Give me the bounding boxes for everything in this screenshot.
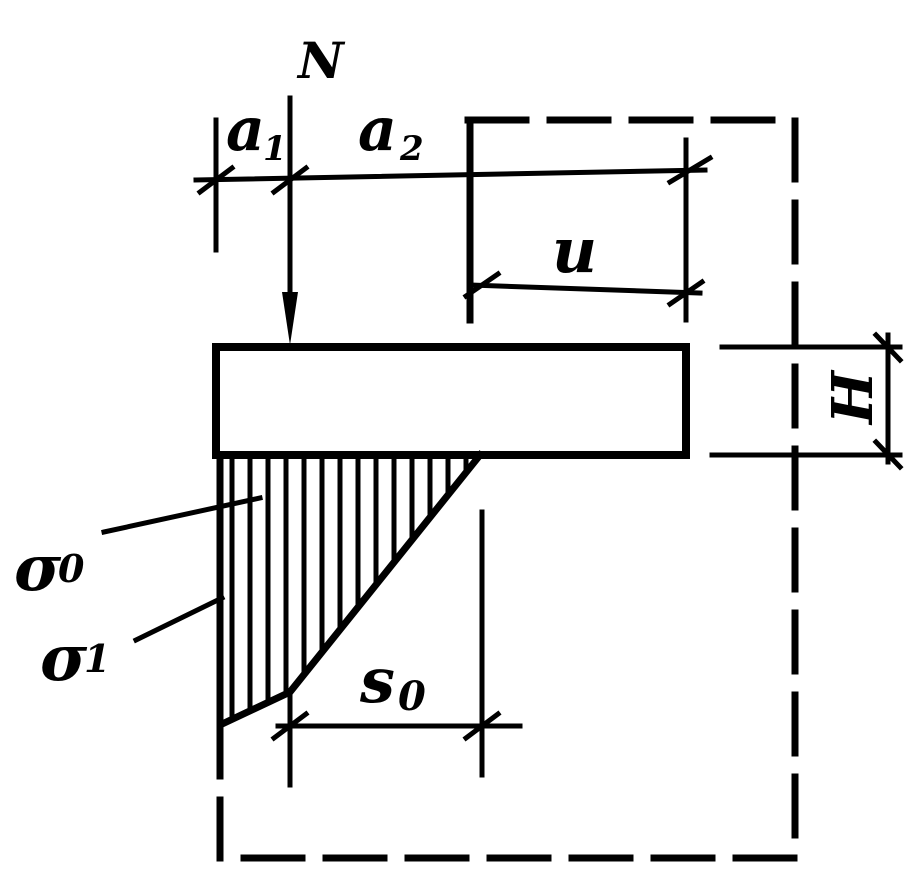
tick-a-right	[666, 154, 714, 186]
dist-a1-sub: 1	[263, 129, 287, 169]
leader-stress-1	[132, 594, 226, 644]
tick-h-bottom	[872, 438, 904, 471]
stress-hatch	[229, 457, 469, 722]
tick-s0-right	[462, 710, 502, 742]
force-arrowhead	[282, 292, 298, 345]
tick-a-mid	[270, 164, 310, 196]
dashed-boundary	[216, 116, 799, 862]
plate	[212, 343, 690, 459]
stress-1-label: σ	[40, 621, 88, 696]
tick-u-left	[462, 270, 502, 300]
dim-u-line	[467, 282, 703, 296]
force-label: N	[296, 31, 346, 90]
stress-outline	[216, 450, 485, 731]
stress-1-sub: 1	[84, 636, 110, 681]
dist-u-label: u	[552, 214, 597, 287]
length-s0-label: s	[359, 644, 395, 717]
leader-stress-0	[101, 495, 263, 535]
tick-a-left	[196, 164, 236, 196]
stress-0-label: σ	[14, 531, 62, 606]
dist-a2-label: a	[358, 95, 397, 165]
dist-a1-label: a	[226, 95, 265, 165]
dim-a-line	[193, 167, 708, 183]
tick-s0-left	[270, 710, 310, 742]
height-label: H	[820, 369, 886, 426]
dist-a2-sub: 2	[399, 129, 424, 169]
length-s0-sub: 0	[398, 673, 426, 720]
tick-h-top	[872, 331, 904, 364]
stress-0-sub: 0	[58, 546, 85, 591]
tick-u-right	[666, 278, 706, 308]
